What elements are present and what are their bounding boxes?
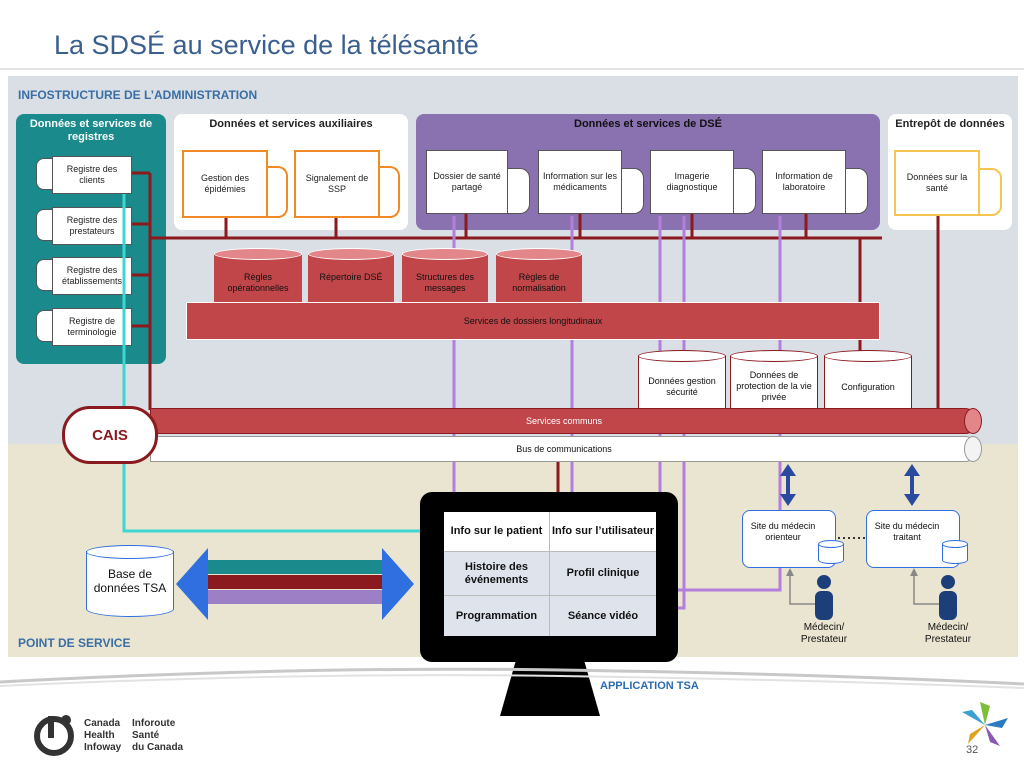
person-referring-label: Médecin/ Prestateur	[800, 622, 848, 645]
bus-label: Bus de communications	[516, 443, 612, 454]
person-treating-label: Médecin/ Prestateur	[924, 622, 972, 645]
privacy-data-label: Données de protection de la vie privée	[736, 370, 812, 402]
rule-normalization[interactable]: Règles de normalisation	[496, 248, 582, 304]
common-services-label: Services communs	[525, 415, 603, 426]
site-treating-label: Site du médecin traitant	[874, 521, 940, 542]
exchange-arrow	[176, 548, 414, 620]
grid-patient-info-label: Info sur le patient	[450, 525, 543, 537]
grid-video-session-label: Séance vidéo	[567, 609, 639, 622]
dse-medications-label: Information sur les médicaments	[542, 171, 618, 192]
dse-imaging-label: Imagerie diagnostique	[666, 171, 718, 192]
site-treating-db	[942, 540, 968, 564]
rule-repertoire-label: Répertoire DSÉ	[319, 272, 383, 282]
grid-event-history[interactable]: Histoire des événements	[444, 552, 550, 596]
grid-user-info-label: Info sur l’utilisateur	[551, 525, 655, 537]
registry-clients[interactable]: Registre des clients	[52, 156, 132, 194]
grid-patient-info[interactable]: Info sur le patient	[444, 512, 550, 552]
grid-video-session[interactable]: Séance vidéo	[550, 596, 656, 636]
star-logo-icon	[962, 702, 1008, 746]
bus-pipe-end	[964, 436, 982, 462]
longitudinal-label: Services de dossiers longitudinaux	[463, 315, 603, 326]
aux-epidemics[interactable]: Gestion des épidémies	[182, 150, 268, 218]
cais-box[interactable]: CAIS	[62, 406, 158, 464]
logo-line3b: du Canada	[132, 742, 184, 753]
logo-line1a: Canada	[84, 718, 121, 729]
page-title: La SDSÉ au service de la télésanté	[54, 30, 479, 60]
infoway-logo-icon	[34, 715, 74, 756]
point-of-service-label: POINT DE SERVICE	[18, 636, 131, 650]
dse-laboratory[interactable]: Information de laboratoire	[762, 150, 846, 214]
aux-epidemics-label: Gestion des épidémies	[200, 173, 250, 194]
person-icon	[815, 575, 833, 620]
dse-medications[interactable]: Information sur les médicaments	[538, 150, 622, 214]
site-treating[interactable]: Site du médecin traitant	[866, 510, 960, 568]
monitor-stand	[500, 660, 600, 716]
common-services-pipe[interactable]: Services communs	[150, 408, 978, 434]
dse-shared-record[interactable]: Dossier de santé partagé	[426, 150, 508, 214]
logo-text: Canada Inforoute Health Santé Infoway du Ca…	[84, 718, 183, 754]
logo-line3a: Infoway	[84, 742, 122, 753]
logo-line2b: Santé	[132, 730, 160, 741]
aux-header: Données et services auxiliaires	[209, 118, 373, 130]
grid-user-info[interactable]: Info sur l’utilisateur	[550, 512, 656, 552]
security-mgmt-label: Données gestion sécurité	[648, 376, 716, 397]
tsa-database[interactable]: Base de données TSA	[86, 545, 174, 617]
registry-clients-label: Registre des clients	[66, 164, 118, 185]
registry-terminology[interactable]: Registre de terminologie	[52, 308, 132, 346]
site-referring-db	[818, 540, 844, 564]
rule-operational-label: Règles opérationnelles	[227, 272, 289, 293]
grid-scheduling[interactable]: Programmation	[444, 596, 550, 636]
site-referring-label: Site du médecin orienteur	[750, 521, 816, 542]
swoosh-divider	[0, 667, 1024, 689]
grid-event-history-label: Histoire des événements	[464, 560, 529, 586]
dse-header: Données et services de DSÉ	[574, 118, 722, 130]
rule-operational[interactable]: Règles opérationnelles	[214, 248, 302, 304]
registries-header: Données et services de registres	[29, 118, 153, 143]
rule-messages[interactable]: Structures des messages	[402, 248, 488, 304]
title-divider	[0, 68, 1024, 70]
grid-clinical-profile[interactable]: Profil clinique	[550, 552, 656, 596]
registry-providers-label: Registre des prestateurs	[66, 215, 118, 236]
bus-pipe[interactable]: Bus de communications	[150, 436, 978, 462]
logo-line2a: Health	[84, 730, 115, 741]
longitudinal-bar[interactable]: Services de dossiers longitudinaux	[186, 302, 880, 340]
grid-scheduling-label: Programmation	[455, 609, 538, 622]
app-grid: Info sur le patient Info sur l’utilisate…	[444, 512, 656, 636]
registry-facilities-label: Registre des établissements	[61, 265, 123, 286]
dse-imaging[interactable]: Imagerie diagnostique	[650, 150, 734, 214]
configuration[interactable]: Configuration	[824, 350, 912, 412]
common-services-pipe-end	[964, 408, 982, 434]
tsa-database-label: Base de données TSA	[93, 567, 167, 595]
dse-laboratory-label: Information de laboratoire	[775, 171, 833, 192]
rule-messages-label: Structures des messages	[415, 272, 475, 293]
aux-ssp[interactable]: Signalement de SSP	[294, 150, 380, 218]
grid-clinical-profile-label: Profil clinique	[566, 567, 640, 579]
registry-terminology-label: Registre de terminologie	[67, 316, 117, 337]
registry-providers[interactable]: Registre des prestateurs	[52, 207, 132, 245]
security-mgmt[interactable]: Données gestion sécurité	[638, 350, 726, 412]
dse-shared-record-label: Dossier de santé partagé	[433, 171, 501, 192]
rule-repertoire[interactable]: Répertoire DSÉ	[308, 248, 394, 304]
page-number: 32	[966, 744, 979, 756]
warehouse-header: Entrepôt de données	[895, 118, 1005, 130]
person-icon	[939, 575, 957, 620]
configuration-label: Configuration	[841, 382, 895, 392]
administration-zone-label: INFOSTRUCTURE DE L’ADMINISTRATION	[18, 88, 258, 102]
rule-normalization-label: Règles de normalisation	[512, 272, 566, 293]
warehouse-health-data-label: Données sur la santé	[906, 172, 968, 193]
privacy-data[interactable]: Données de protection de la vie privée	[730, 350, 818, 412]
registry-facilities[interactable]: Registre des établissements	[52, 257, 132, 295]
cais-label: CAIS	[92, 426, 128, 444]
warehouse-health-data[interactable]: Données sur la santé	[894, 150, 980, 216]
logo-line1b: Inforoute	[132, 718, 176, 729]
app-label: APPLICATION TSA	[600, 680, 699, 692]
aux-ssp-label: Signalement de SSP	[305, 173, 369, 194]
